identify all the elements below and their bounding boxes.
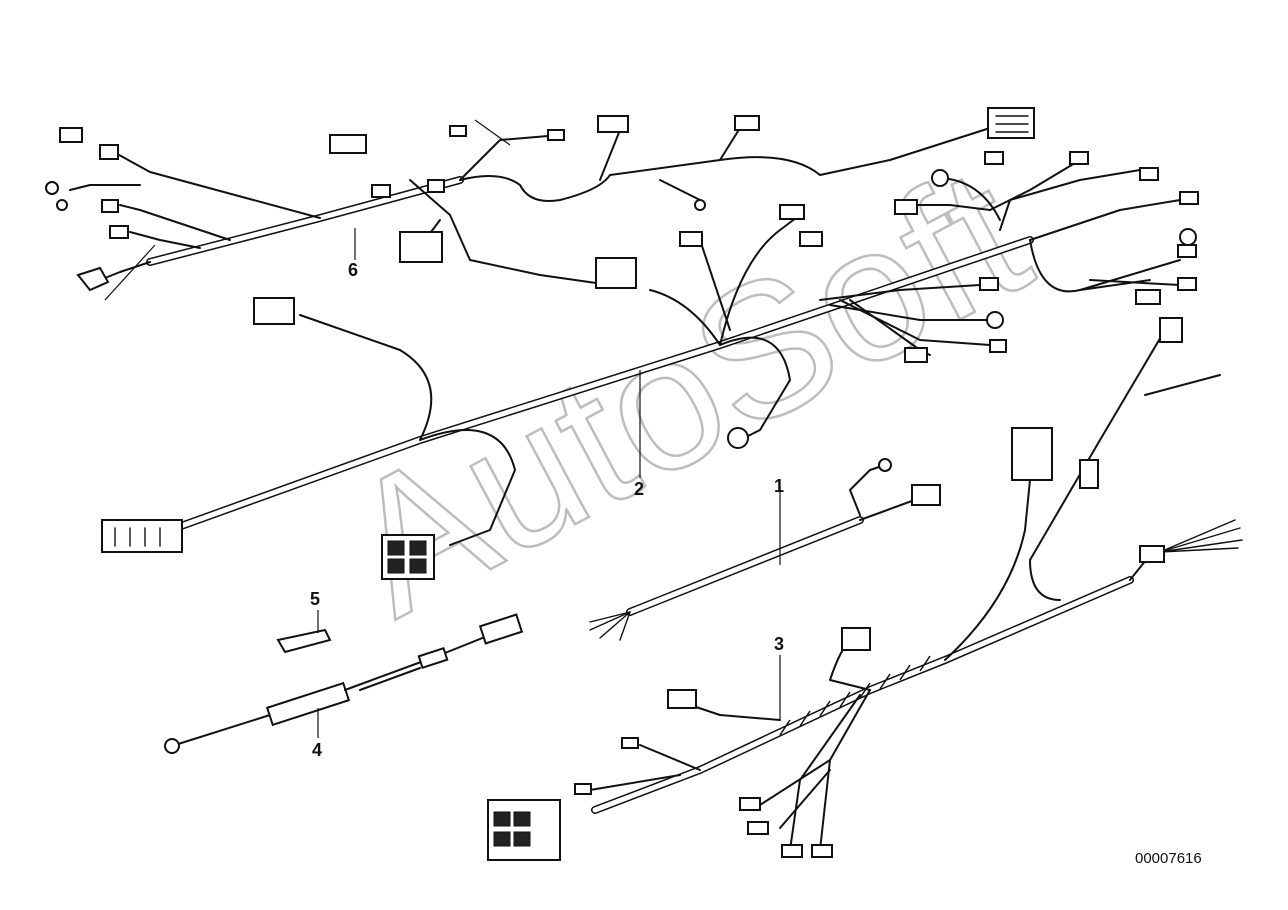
fuse-holder <box>265 681 351 727</box>
connector-far-right-a <box>1179 228 1197 246</box>
connector-tl-4 <box>109 225 129 239</box>
connector-fan-3 <box>1139 545 1165 563</box>
connector-small-a <box>371 184 391 198</box>
terminal-3a <box>739 797 761 811</box>
part-label-5: 5 <box>310 589 320 609</box>
harness-3 <box>487 317 1243 861</box>
connector-far-right-j <box>1069 151 1089 165</box>
connector-block-6pin <box>487 799 561 861</box>
terminal-tl-a <box>45 181 59 195</box>
connector-tl-2 <box>99 144 119 160</box>
harness-6 <box>45 107 1035 301</box>
terminal-3e <box>621 737 639 749</box>
connector-right-f <box>989 339 1007 353</box>
sensor-bulb <box>727 427 749 449</box>
ring-terminal-1 <box>878 458 892 472</box>
harness-2 <box>101 151 1199 580</box>
part-label-3: 3 <box>774 634 784 654</box>
connector-multi-pin-left <box>101 519 183 553</box>
terminal-tl-b <box>56 199 68 211</box>
connector-top-3 <box>734 115 760 131</box>
fuse-terminal <box>417 647 449 669</box>
connector-round-1 <box>911 484 941 506</box>
connector-right-c <box>799 231 823 247</box>
part-label-4: 4 <box>312 740 322 760</box>
connector-far-right-e <box>1139 167 1159 181</box>
connector-top-2 <box>597 115 629 133</box>
connector-upright-3 <box>1159 317 1183 343</box>
connector-far-right-b <box>1177 244 1197 258</box>
connector-far-right-h <box>894 199 918 215</box>
connector-tl-3 <box>101 199 119 213</box>
connector-relay-2 <box>595 257 637 289</box>
connector-small-3 <box>667 689 697 709</box>
connector-right-e <box>986 311 1004 329</box>
connector-top-4 <box>449 125 467 137</box>
reference-number: 00007616 <box>1135 850 1202 867</box>
connector-mid-left <box>253 297 295 325</box>
connector-multi-pin-top <box>987 107 1035 139</box>
connector-far-right-c <box>1177 277 1197 291</box>
terminal-3b <box>747 821 769 835</box>
terminal-3f <box>574 783 592 795</box>
clip-bracket <box>276 628 332 654</box>
terminal-mid-top <box>694 199 706 211</box>
part-5-clip <box>276 610 332 654</box>
harness-1 <box>589 458 941 641</box>
connector-small-b <box>427 179 445 193</box>
part-4-fuse-lead <box>164 613 524 754</box>
terminal-3c <box>781 844 803 858</box>
connector-inline-3 <box>1079 459 1099 489</box>
connector-right-b <box>679 231 703 247</box>
part-label-6: 6 <box>348 260 358 280</box>
fuse-end-cap <box>478 613 524 645</box>
connector-far-right-f <box>1179 191 1199 205</box>
connector-right-a <box>779 204 805 220</box>
part-label-2: 2 <box>634 479 644 499</box>
connector-right-d <box>979 277 999 291</box>
connector-far-right-d <box>1135 289 1161 305</box>
connector-top-5 <box>547 129 565 141</box>
connector-far-right-i <box>984 151 1004 165</box>
terminal-3d <box>811 844 833 858</box>
connector-relay-1 <box>399 231 443 263</box>
connector-tl-1 <box>59 127 83 143</box>
part-label-1: 1 <box>774 476 784 496</box>
connector-vertical-3 <box>1011 427 1053 481</box>
connector-far-right-g <box>931 169 949 187</box>
clip-3 <box>841 627 871 651</box>
connector-top-1 <box>329 134 367 154</box>
connector-right-g <box>904 347 928 363</box>
fuse-ring-terminal <box>164 738 180 754</box>
ring-terminal-tl <box>76 266 110 292</box>
